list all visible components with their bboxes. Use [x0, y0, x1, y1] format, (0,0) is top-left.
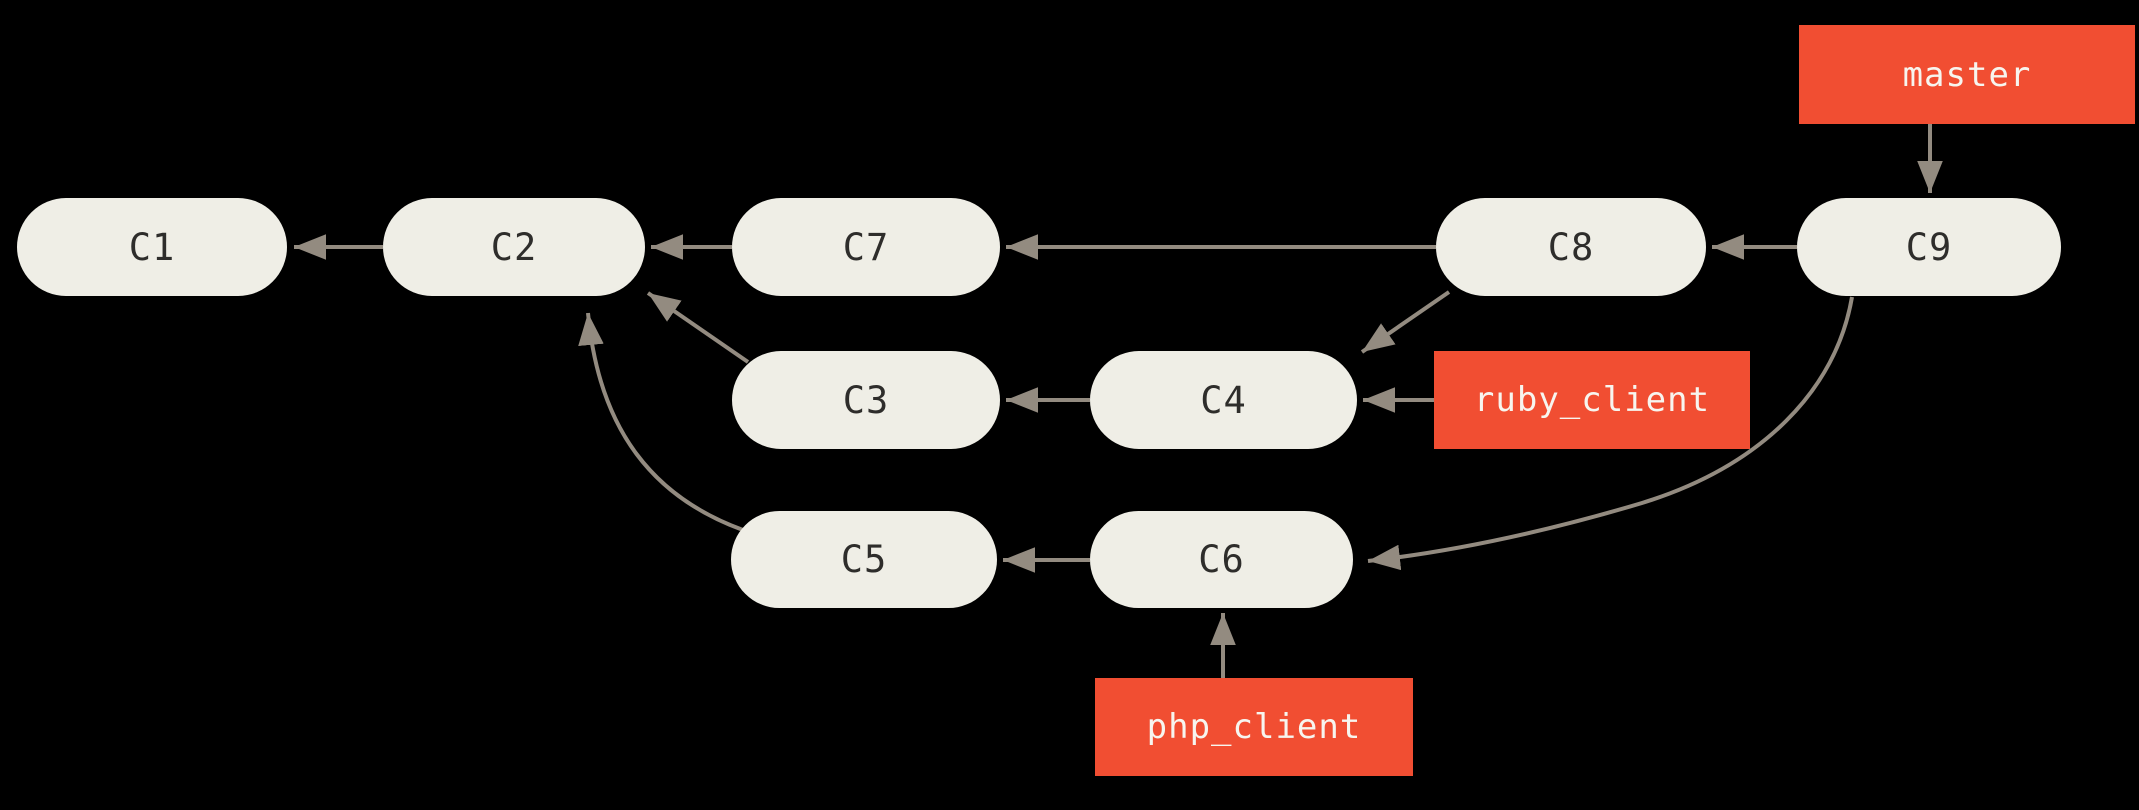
- commit-node-c7: C7: [732, 198, 1000, 296]
- branch-label-ruby-client: ruby_client: [1434, 351, 1750, 449]
- edge-c5-c2: [578, 312, 744, 532]
- commit-node-label: C4: [1200, 378, 1247, 422]
- branch-label-master: master: [1799, 25, 2135, 124]
- commit-node-c6: C6: [1090, 511, 1353, 608]
- commit-node-c9: C9: [1797, 198, 2061, 296]
- commit-node-label: C2: [490, 225, 538, 269]
- edge-c8-c4: [1360, 290, 1451, 354]
- commit-node-label: C3: [842, 378, 890, 422]
- branch-label-php-client: php_client: [1095, 678, 1413, 776]
- commit-node-label: C7: [842, 225, 890, 269]
- commit-node-label: C6: [1198, 538, 1245, 581]
- commit-node-c2: C2: [383, 198, 645, 296]
- commit-node-label: C9: [1905, 225, 1953, 269]
- edge-c9-c6: [1367, 296, 1854, 571]
- commit-node-c3: C3: [732, 351, 1000, 449]
- commit-node-c1: C1: [17, 198, 287, 296]
- branch-label-text: php_client: [1146, 707, 1362, 747]
- commit-node-label: C8: [1547, 225, 1595, 269]
- commit-node-label: C5: [840, 538, 888, 581]
- branch-label-text: ruby_client: [1473, 380, 1711, 420]
- commit-node-label: C1: [128, 225, 176, 269]
- edge-c3-c2: [646, 291, 750, 364]
- commit-node-c4: C4: [1090, 351, 1357, 449]
- commit-node-c5: C5: [731, 511, 997, 608]
- commit-node-c8: C8: [1436, 198, 1706, 296]
- edge-group: [294, 124, 1943, 678]
- branch-label-text: master: [1902, 54, 2032, 95]
